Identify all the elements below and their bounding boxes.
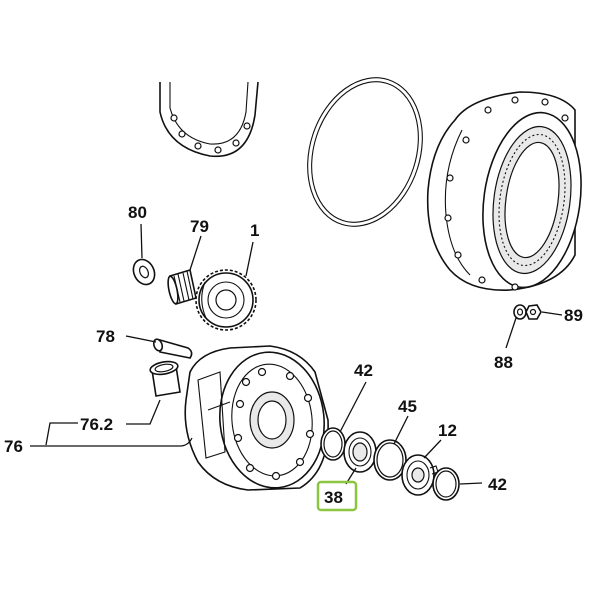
washer-88	[513, 304, 527, 320]
callout-79: 79	[190, 217, 209, 236]
callout-45: 45	[398, 397, 417, 416]
bushing-76-2	[149, 360, 181, 397]
planet-pin-78	[152, 338, 193, 359]
snap-ring-42-lower	[432, 467, 460, 501]
highlight-box-38	[316, 480, 358, 512]
leader-lines	[30, 223, 563, 485]
callout-78: 78	[96, 327, 115, 346]
callout-42-bottom: 42	[488, 475, 507, 494]
o-ring-45	[373, 439, 407, 481]
callout-76: 76	[4, 437, 23, 456]
planet-gear-1	[195, 269, 257, 331]
callout-76-2: 76.2	[80, 415, 113, 434]
thrust-washer-80	[132, 258, 156, 286]
snap-ring-42-upper	[320, 427, 346, 461]
bearing-38	[343, 431, 377, 473]
ring-gear-housing	[426, 91, 582, 291]
callout-80: 80	[128, 203, 147, 222]
cover-12	[401, 454, 439, 496]
callout-12: 12	[438, 421, 457, 440]
flange-plate	[159, 81, 259, 158]
needle-bearing-79	[167, 268, 197, 306]
large-o-ring	[307, 77, 423, 227]
callout-88: 88	[494, 353, 513, 372]
callout-38: 38	[324, 488, 343, 507]
nut-89	[525, 304, 542, 320]
callout-89: 89	[564, 306, 583, 325]
callout-42-top: 42	[354, 361, 373, 380]
planet-carrier-76	[184, 345, 329, 491]
callout-1: 1	[250, 221, 259, 240]
